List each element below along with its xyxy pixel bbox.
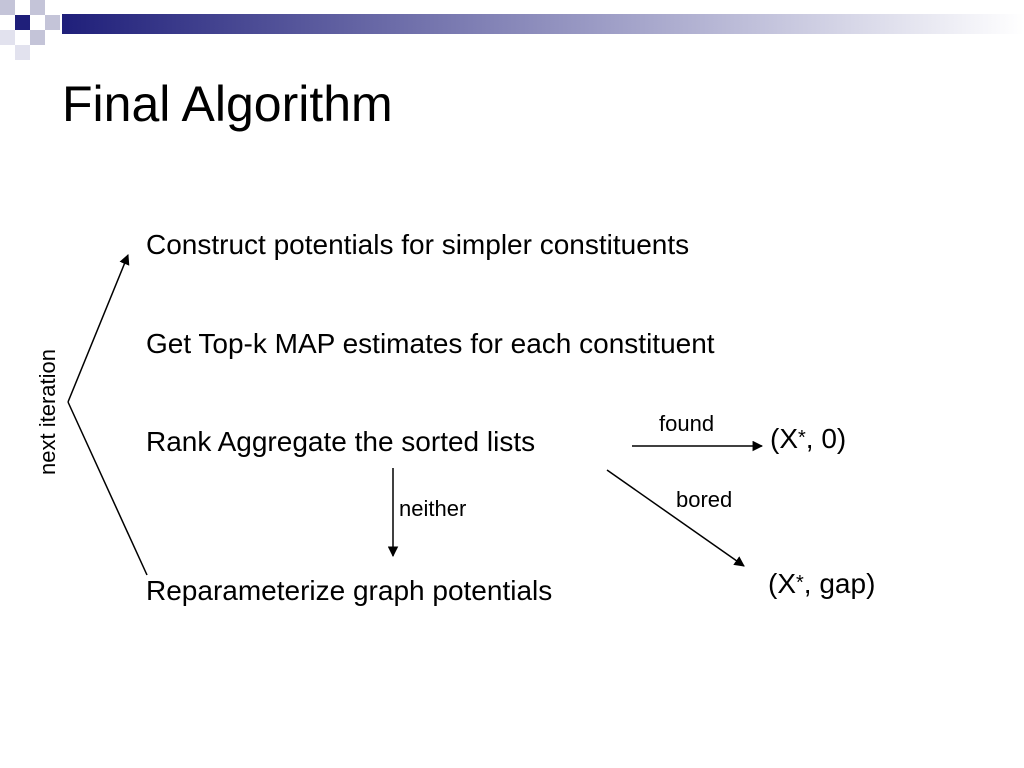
loop-arrow-up — [67, 254, 130, 403]
result-found-prefix: (X — [770, 423, 798, 454]
bored-arrow — [606, 469, 745, 567]
loop-line-down — [67, 401, 148, 576]
edge-label-bored: bored — [676, 487, 733, 512]
result-bored: (X*, gap) — [768, 566, 875, 601]
result-found-suffix: , 0) — [805, 423, 847, 454]
edge-label-found: found — [659, 411, 715, 436]
step-reparameterize: Reparameterize graph potentials — [146, 575, 553, 606]
result-bored-prefix: (X — [768, 568, 796, 599]
result-found-star: * — [798, 427, 806, 449]
result-bored-suffix: , gap) — [803, 568, 876, 599]
edge-label-neither: neither — [399, 496, 467, 521]
step-construct-potentials: Construct potentials for simpler constit… — [146, 229, 690, 260]
header-decoration — [0, 0, 1024, 60]
step-rank-aggregate: Rank Aggregate the sorted lists — [146, 426, 536, 457]
result-found: (X*, 0) — [770, 421, 846, 456]
slide-title: Final Algorithm — [62, 76, 393, 132]
result-bored-star: * — [796, 572, 804, 594]
step-top-k-map: Get Top-k MAP estimates for each constit… — [146, 328, 715, 359]
